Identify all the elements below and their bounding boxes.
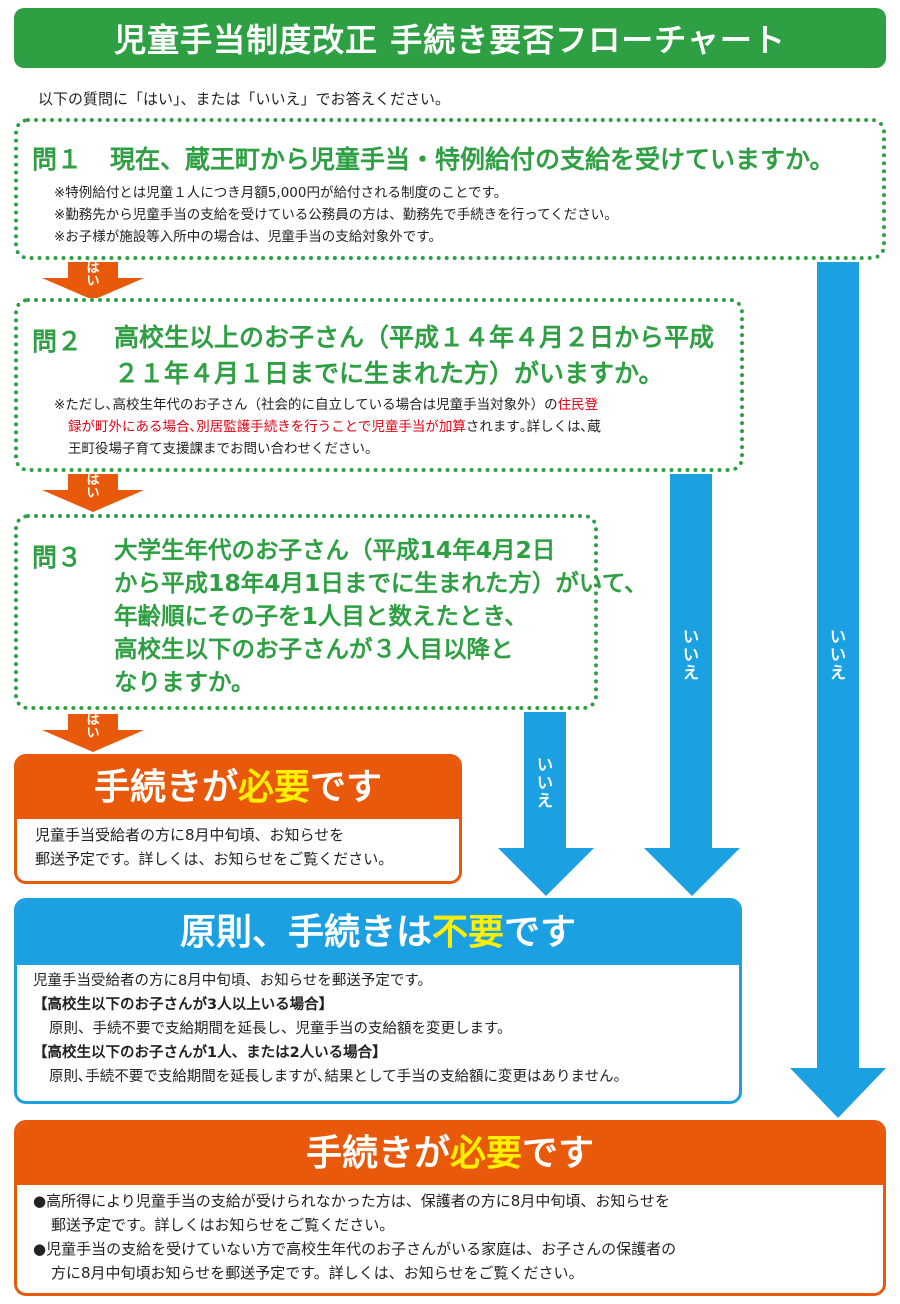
yes-char-1: は (86, 473, 100, 488)
question-1-box: 問１ 現在、蔵王町から児童手当・特例給付の支給を受けていますか。 ※特例給付とは… (14, 118, 886, 260)
q2-no-label: い い え (679, 628, 703, 682)
question-3-line: 大学生年代のお子さん（平成14年4月2日 (114, 536, 556, 564)
body-line: 郵送予定です。詳しくは、お知らせをご覧ください。 (35, 850, 394, 868)
note-highlight: 住民登 (557, 397, 599, 413)
question-2-text: 高校生以上のお子さん（平成１４年４月２日から平成 ２１年４月１日までに生まれた方… (114, 320, 714, 392)
no-char-1: い (829, 627, 846, 646)
q1-no-arrow (790, 262, 886, 1118)
note-highlight: 録が町外にある場合､別居監護手続きを行うことで児童手当が加算 (68, 419, 466, 435)
no-char-2: い (829, 645, 846, 664)
q3-no-arrow (498, 712, 594, 896)
note-line: ※お子様が施設等入所中の場合は、児童手当の支給対象外です。 (54, 229, 442, 245)
q1-yes-arrow (42, 262, 144, 300)
note-line: ※特例給付とは児童１人につき月額5,000円が給付される制度のことです。 (54, 185, 508, 201)
heading-text: 手続きが (305, 1133, 450, 1174)
no-char-3: え (536, 791, 553, 810)
question-2-line: ２１年４月１日までに生まれた方）がいますか。 (114, 359, 664, 388)
yes-char-1: は (86, 713, 100, 728)
question-1-notes: ※特例給付とは児童１人につき月額5,000円が給付される制度のことです。 ※勤務… (54, 182, 618, 248)
no-char-2: い (682, 645, 699, 664)
yes-char-2: い (86, 274, 100, 289)
yes-char-2: い (86, 726, 100, 741)
no-char-3: え (829, 663, 846, 682)
bullet-line: ●高所得により児童手当の支給が受けられなかった方は、保護者の方に8月中旬頃、お知… (33, 1192, 671, 1210)
yes-char-2: い (86, 486, 100, 501)
heading-highlight: 必要 (449, 1133, 522, 1174)
no-char-2: い (536, 773, 553, 792)
case-title: 【高校生以下のお子さんが1人、または2人いる場合】 (33, 1045, 387, 1061)
result-1-body: 児童手当受給者の方に8月中旬頃、お知らせを 郵送予定です。詳しくは、お知らせをご… (17, 819, 459, 871)
bullet-line: 方に8月中旬頃お知らせを郵送予定です。詳しくは、お知らせをご覧ください。 (51, 1264, 584, 1282)
question-3-line: なりますか。 (114, 668, 255, 696)
yes-char-1: は (86, 261, 100, 276)
no-char-3: え (682, 663, 699, 682)
question-2-line: 高校生以上のお子さん（平成１４年４月２日から平成 (114, 323, 715, 352)
heading-text: 原則、手続きは (179, 912, 432, 953)
question-3-line: 年齢順にその子を1人目と数えたとき、 (114, 602, 528, 630)
note-text: ※ただし､高校生年代のお子さん（社会的に自立している場合は児童手当対象外）の (54, 397, 558, 413)
question-3-label: 問３ (32, 543, 83, 572)
question-1-label: 問１ (32, 145, 83, 174)
q3-yes-label: は い (81, 714, 105, 740)
case-body: 原則、手続不要で支給期間を延長し、児童手当の支給額を変更します。 (49, 1021, 512, 1037)
question-1-text: 現在、蔵王町から児童手当・特例給付の支給を受けていますか。 (110, 145, 835, 174)
no-char-1: い (536, 755, 553, 774)
question-3-text: 大学生年代のお子さん（平成14年4月2日 から平成18年4月1日までに生まれた方… (114, 534, 648, 699)
q2-yes-label: は い (81, 474, 105, 500)
heading-text: 手続きが (93, 767, 238, 808)
result-2-heading: 原則、手続きは不要です (17, 901, 739, 965)
q1-no-label: い い え (826, 628, 850, 682)
note-text: 王町役場子育て支援課までお問い合わせください。 (68, 441, 379, 457)
page-title: 児童手当制度改正 手続き要否フローチャート (114, 21, 786, 59)
question-2-note: ※ただし､高校生年代のお子さん（社会的に自立している場合は児童手当対象外）の住民… (54, 394, 744, 460)
bullet-line: 郵送予定です。詳しくはお知らせをご覧ください。 (51, 1216, 395, 1234)
bullet-line: ●児童手当の支給を受けていない方で高校生年代のお子さんがいる家庭は、お子さんの保… (33, 1240, 677, 1258)
heading-highlight: 必要 (237, 767, 310, 808)
question-2-box: 問２ 高校生以上のお子さん（平成１４年４月２日から平成 ２１年４月１日までに生ま… (14, 298, 744, 472)
result-procedure-needed-2: 手続きが必要です ●高所得により児童手当の支給が受けられなかった方は、保護者の方… (14, 1120, 886, 1296)
heading-highlight: 不要 (431, 912, 504, 953)
result-procedure-needed-1: 手続きが必要です 児童手当受給者の方に8月中旬頃、お知らせを 郵送予定です。詳し… (14, 754, 462, 884)
body-line: 児童手当受給者の方に8月中旬頃、お知らせを (35, 826, 345, 844)
result-3-body: ●高所得により児童手当の支給が受けられなかった方は、保護者の方に8月中旬頃、お知… (17, 1185, 883, 1285)
question-3-line: から平成18年4月1日までに生まれた方）がいて、 (114, 569, 648, 597)
heading-text: です (522, 1133, 595, 1174)
body-line: 児童手当受給者の方に8月中旬頃、お知らせを郵送予定です。 (33, 973, 432, 989)
result-procedure-not-needed: 原則、手続きは不要です 児童手当受給者の方に8月中旬頃、お知らせを郵送予定です。… (14, 898, 742, 1104)
question-3-line: 高校生以下のお子さんが３人目以降と (114, 635, 514, 663)
result-3-heading: 手続きが必要です (17, 1123, 883, 1185)
case-body: 原則､手続不要で支給期間を延長しますが､結果として手当の支給額に変更はありません… (49, 1069, 629, 1085)
intro-text: 以下の質問に「はい」、または「いいえ」でお答えください。 (38, 90, 451, 108)
case-title: 【高校生以下のお子さんが3人以上いる場合】 (33, 997, 334, 1013)
note-line: ※勤務先から児童手当の支給を受けている公務員の方は、勤務先で手続きを行ってくださ… (54, 207, 618, 223)
q3-yes-arrow (42, 714, 144, 752)
note-text: されます｡詳しくは､蔵 (465, 419, 601, 435)
question-3-box: 問３ 大学生年代のお子さん（平成14年4月2日 から平成18年4月1日までに生ま… (14, 514, 648, 710)
result-1-heading: 手続きが必要です (17, 757, 459, 819)
q3-no-label: い い え (533, 756, 557, 810)
title-bar: 児童手当制度改正 手続き要否フローチャート (14, 8, 886, 68)
result-2-body: 児童手当受給者の方に8月中旬頃、お知らせを郵送予定です。 【高校生以下のお子さん… (17, 965, 739, 1089)
heading-text: です (310, 767, 383, 808)
question-2-label: 問２ (32, 327, 83, 356)
q2-yes-arrow (42, 474, 144, 512)
no-char-1: い (682, 627, 699, 646)
q1-yes-label: は い (81, 262, 105, 288)
heading-text: です (504, 912, 577, 953)
q2-no-arrow (644, 474, 740, 896)
